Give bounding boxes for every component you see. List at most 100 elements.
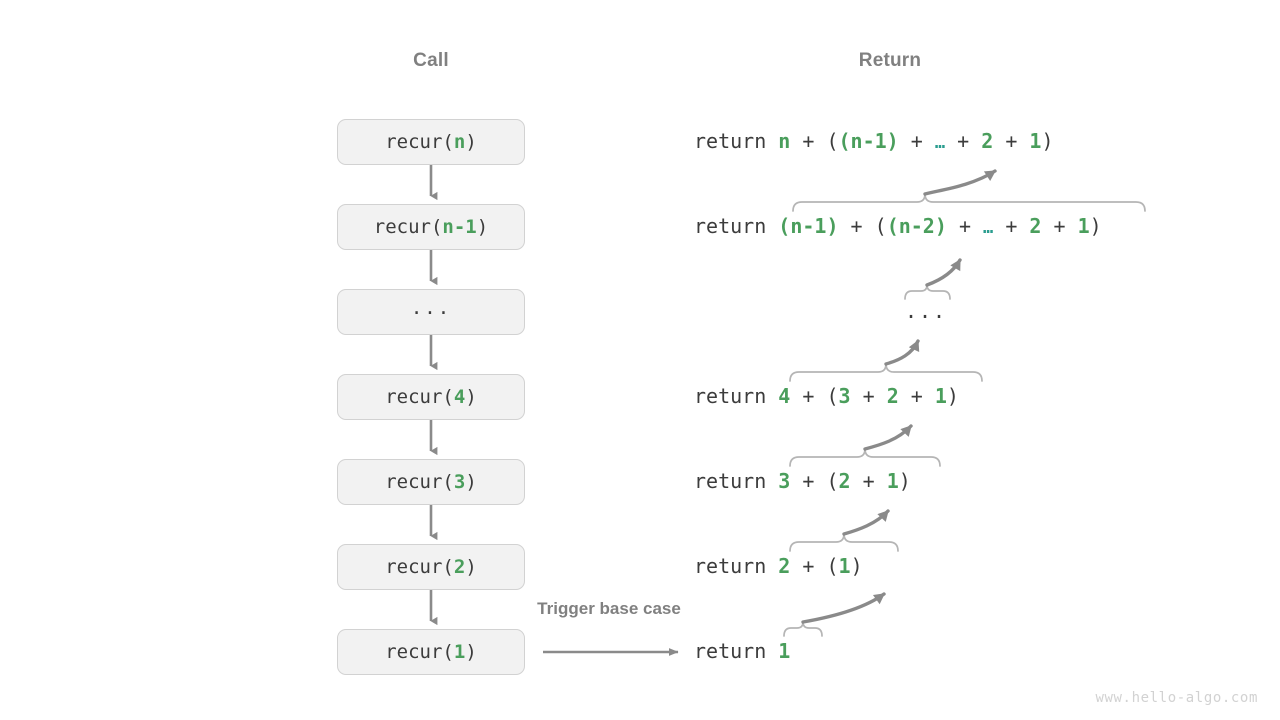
call-fn-argument: n [453, 131, 466, 153]
return-value-token: 1 [1029, 129, 1042, 153]
return-value-token: 1 [886, 469, 899, 493]
call-fn-name: recur( [385, 386, 454, 408]
call-fn-name: recur( [385, 131, 454, 153]
call-fn-name: recur( [385, 641, 454, 663]
return-operator-token: ( [826, 384, 839, 408]
return-operator-token: + [898, 129, 935, 153]
call-box-label: recur(n) [385, 131, 477, 153]
return-arrow-3 [863, 424, 913, 451]
return-value-token: 2 [1029, 214, 1042, 238]
return-value-token: n [778, 129, 791, 153]
return-operator-token: ) [1041, 129, 1054, 153]
call-fn-name: recur( [373, 216, 443, 238]
call-fn-close-paren: ) [465, 471, 477, 493]
call-fn-name: recur( [385, 556, 454, 578]
return-value-token: (n-2) [886, 214, 947, 238]
call-fn-close-paren: ) [465, 556, 477, 578]
call-box-ellipsis: ... [410, 297, 452, 319]
call-box-2[interactable]: recur(2) [337, 544, 525, 590]
return-line-2: return 2 + (1) [694, 556, 863, 576]
return-keyword: return [694, 384, 779, 408]
return-arrow-4 [884, 339, 920, 366]
brace-row-1 [783, 621, 823, 637]
brace-row-2nd [789, 533, 899, 552]
return-operator-token: ) [850, 554, 863, 578]
return-value-token: (n-1) [838, 129, 899, 153]
return-keyword: return [694, 214, 779, 238]
call-fn-close-paren: ) [476, 216, 489, 238]
column-header-return: Return [858, 50, 922, 71]
return-value-token: 2 [838, 469, 851, 493]
call-box-3[interactable]: recur(3) [337, 459, 525, 505]
return-line-3: return 3 + (2 + 1) [694, 471, 911, 491]
return-keyword: return [694, 639, 779, 663]
call-fn-close-paren: ) [465, 641, 477, 663]
return-value-token: 1 [778, 639, 791, 663]
return-keyword: return [694, 129, 779, 153]
call-fn-close-paren: ) [465, 386, 477, 408]
return-value-token: 4 [778, 384, 791, 408]
return-arrow-1 [801, 592, 886, 624]
return-keyword: return [694, 469, 779, 493]
return-operator-token: ) [898, 469, 911, 493]
return-arrow-2 [923, 169, 997, 196]
call-box-n[interactable]: recur(n) [337, 119, 525, 165]
return-line-4: return 4 + (3 + 2 + 1) [694, 386, 959, 406]
return-operator-token: ( [826, 469, 839, 493]
call-box-label: recur(1) [385, 641, 477, 663]
call-fn-argument: n-1 [442, 216, 477, 238]
return-value-token: 2 [778, 554, 791, 578]
return-operator-token: + [993, 129, 1030, 153]
return-value-token: 1 [1077, 214, 1090, 238]
call-box-4[interactable]: recur(4) [337, 374, 525, 420]
return-value-token: 1 [934, 384, 947, 408]
return-operator-token: + [850, 469, 887, 493]
return-operator-token: + [946, 214, 984, 238]
call-fn-argument: 1 [453, 641, 466, 663]
brace-row-2 [792, 193, 1146, 212]
call-fn-close-paren: ) [465, 131, 477, 153]
return-value-token: 3 [778, 469, 791, 493]
call-box-label: recur(n-1) [374, 216, 488, 238]
brace-row-4 [789, 363, 983, 382]
return-value-token: 2 [886, 384, 899, 408]
return-operator-token: + [790, 129, 827, 153]
return-value-token: 1 [838, 554, 851, 578]
return-operator-token: ( [874, 214, 887, 238]
call-box-dots[interactable]: ... [337, 289, 525, 335]
call-fn-argument: 2 [453, 556, 466, 578]
return-operator-token: + [790, 469, 827, 493]
call-box-label: recur(4) [385, 386, 477, 408]
return-ellipsis-row: ... [904, 299, 948, 323]
return-operator-token: ( [826, 554, 839, 578]
call-fn-argument: 3 [453, 471, 466, 493]
return-line-1: return 1 [694, 641, 790, 661]
return-operator-token: ) [1089, 214, 1102, 238]
trigger-base-case-label: Trigger base case [537, 599, 681, 618]
return-value-token: 2 [981, 129, 994, 153]
return-operator-token: + [1041, 214, 1078, 238]
return-keyword: return [694, 554, 779, 578]
return-line-n1: return (n-1) + ((n-2) + … + 2 + 1) [694, 216, 1102, 237]
brace-row-3 [789, 448, 941, 467]
return-arrow-dots [925, 258, 962, 287]
return-ellipsis-token: … [983, 218, 994, 238]
call-box-label: recur(3) [385, 471, 477, 493]
return-line-n: return n + ((n-1) + … + 2 + 1) [694, 131, 1054, 152]
brace-row-dots [904, 284, 951, 300]
call-box-n1[interactable]: recur(n-1) [337, 204, 525, 250]
return-operator-token: + [993, 214, 1030, 238]
call-box-1[interactable]: recur(1) [337, 629, 525, 675]
return-operator-token: + [790, 554, 827, 578]
return-value-token: 3 [838, 384, 851, 408]
return-operator-token: ) [946, 384, 959, 408]
return-operator-token: + [850, 384, 887, 408]
return-operator-token: + [790, 384, 827, 408]
return-operator-token: + [898, 384, 935, 408]
return-arrow-2b [842, 509, 890, 536]
call-fn-name: recur( [385, 471, 454, 493]
return-operator-token: + [838, 214, 875, 238]
column-header-call: Call [413, 50, 449, 71]
return-ellipsis-token: … [934, 133, 946, 153]
